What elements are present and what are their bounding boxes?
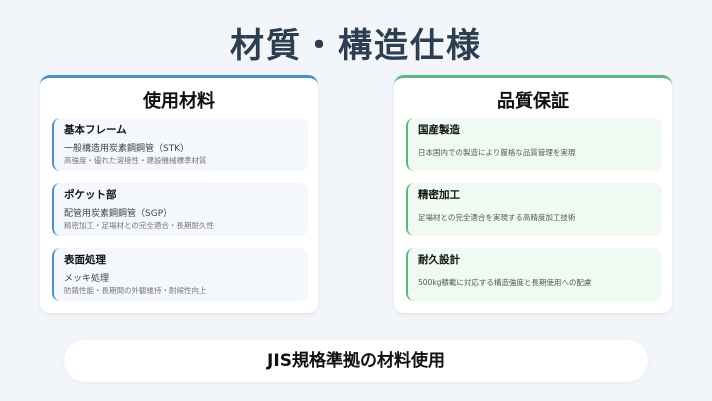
item-desc: 日本国内での製造により厳格な品質管理を実現 xyxy=(418,148,576,157)
quality-item: 耐久設計 500kg積載に対応する構造強度と長期使用への配慮 xyxy=(406,248,662,301)
item-desc: 精密加工・足場材との完全適合・長期耐久性 xyxy=(64,221,214,230)
item-desc: 500kg積載に対応する構造強度と長期使用への配慮 xyxy=(418,278,592,287)
item-spec: 一般構造用炭素鋼鋼管（STK） xyxy=(64,144,190,154)
material-item: 表面処理 メッキ処理 防錆性能・長期間の外観維持・耐候性向上 xyxy=(52,248,308,301)
item-name: ポケット部 xyxy=(64,189,117,201)
item-spec: 配管用炭素鋼鋼管（SGP） xyxy=(64,209,173,219)
material-item: ポケット部 配管用炭素鋼鋼管（SGP） 精密加工・足場材との完全適合・長期耐久性 xyxy=(52,183,308,236)
material-item: 基本フレーム 一般構造用炭素鋼鋼管（STK） 高強度・優れた溶接性・建設機械標準… xyxy=(52,118,308,171)
item-name: 精密加工 xyxy=(418,189,460,201)
jis-compliance-banner: JIS規格準拠の材料使用 xyxy=(64,340,648,382)
item-name: 表面処理 xyxy=(64,254,106,266)
materials-heading: 使用材料 xyxy=(143,91,215,112)
item-spec: メッキ処理 xyxy=(64,274,110,284)
item-desc: 足場材との完全適合を実現する高精度加工技術 xyxy=(418,213,576,222)
quality-card: 品質保証 国産製造 日本国内での製造により厳格な品質管理を実現 精密加工 足場材… xyxy=(394,75,672,313)
page-title: 材質・構造仕様 xyxy=(230,26,482,66)
item-name: 耐久設計 xyxy=(418,254,460,266)
quality-heading: 品質保証 xyxy=(497,91,569,112)
item-desc: 防錆性能・長期間の外観維持・耐候性向上 xyxy=(64,286,207,295)
materials-card: 使用材料 基本フレーム 一般構造用炭素鋼鋼管（STK） 高強度・優れた溶接性・建… xyxy=(40,75,318,313)
item-name: 基本フレーム xyxy=(64,124,127,136)
quality-item: 国産製造 日本国内での製造により厳格な品質管理を実現 xyxy=(406,118,662,171)
item-name: 国産製造 xyxy=(418,124,460,136)
quality-item: 精密加工 足場材との完全適合を実現する高精度加工技術 xyxy=(406,183,662,236)
item-desc: 高強度・優れた溶接性・建設機械標準材質 xyxy=(64,156,207,165)
